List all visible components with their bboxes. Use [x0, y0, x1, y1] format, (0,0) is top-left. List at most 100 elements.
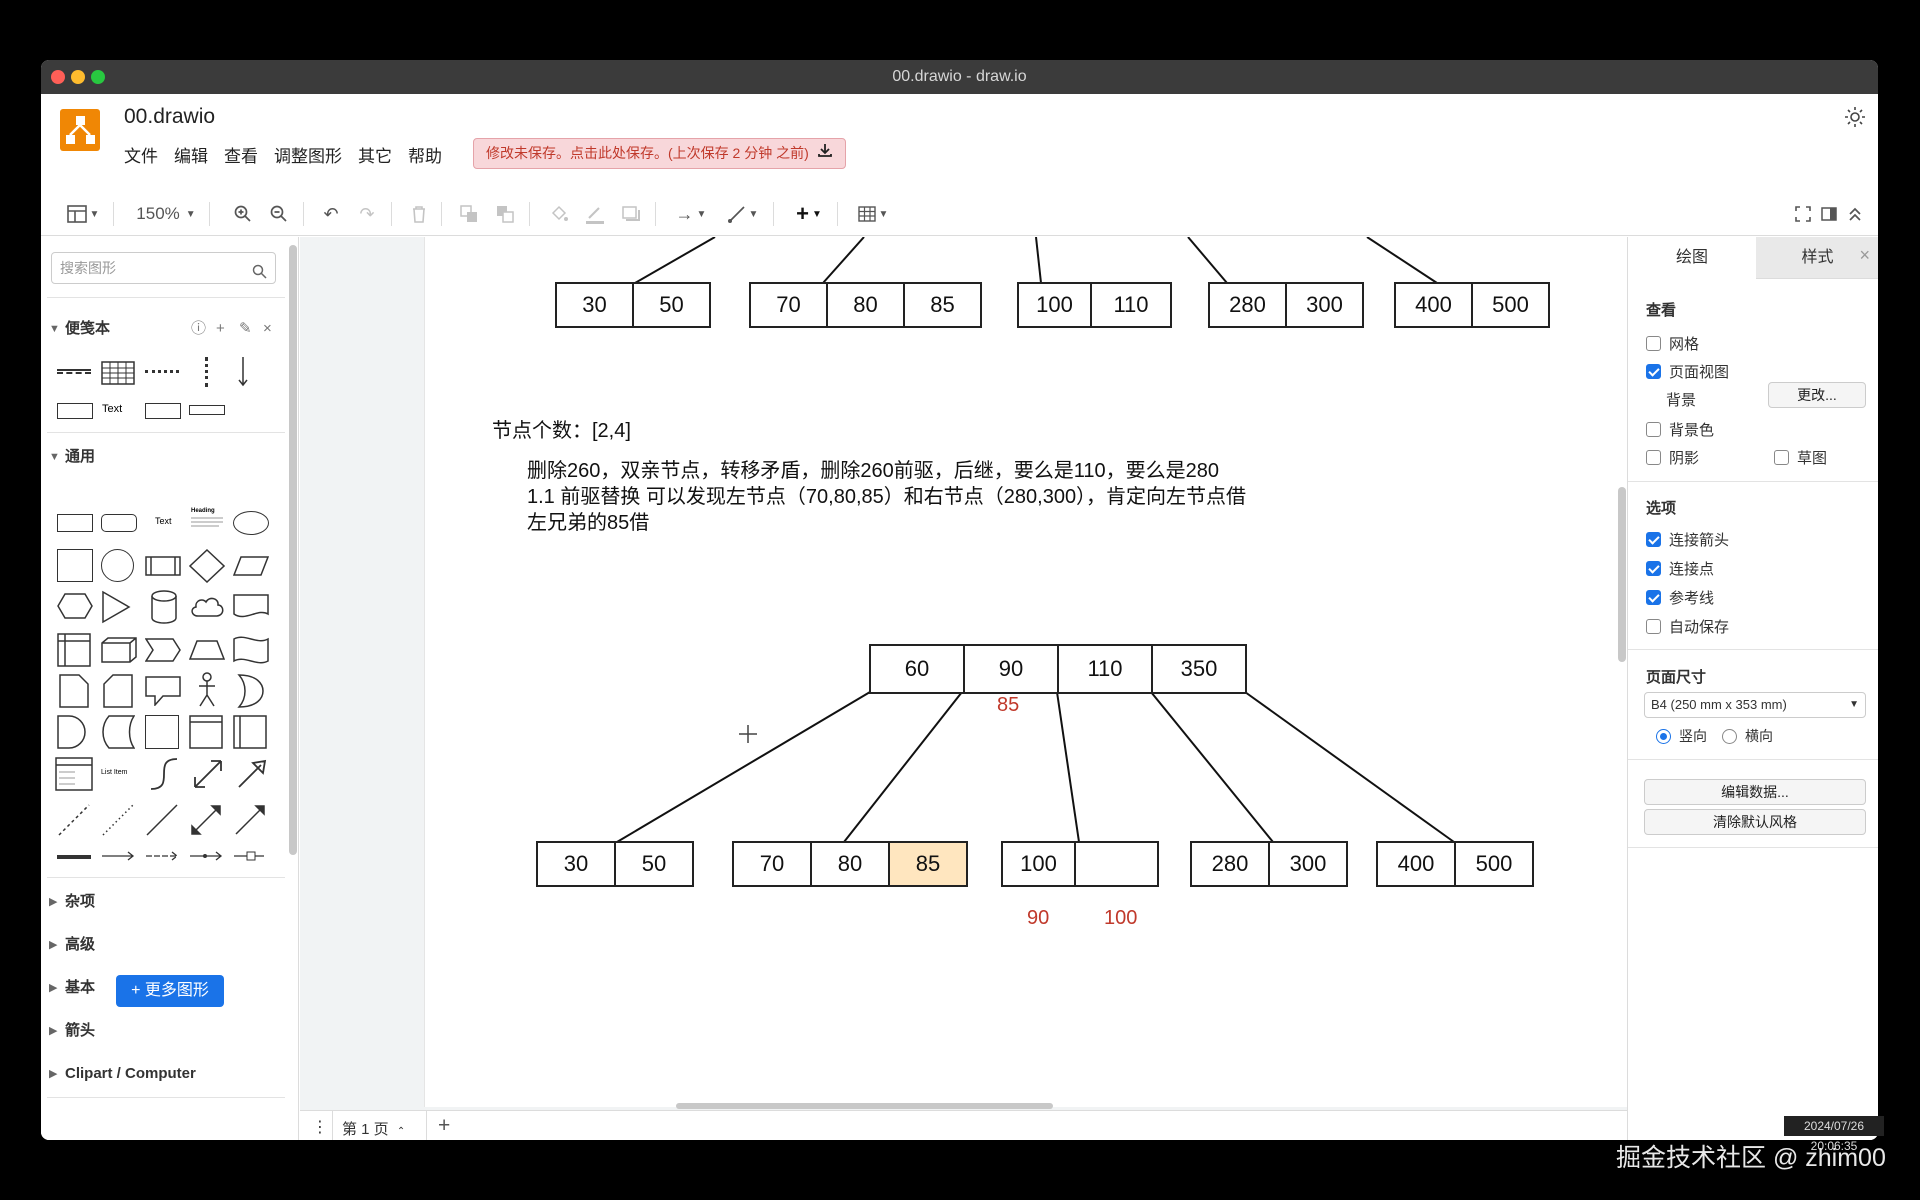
shape-arrow[interactable] [235, 757, 269, 791]
shape-curve[interactable] [147, 757, 181, 791]
top-node-cell[interactable]: 85 [903, 282, 982, 328]
guides-checkbox[interactable]: 参考线 [1646, 587, 1714, 608]
radio-circle[interactable] [1722, 728, 1737, 744]
scratch-text-shape[interactable]: Text [102, 403, 123, 415]
root-node-cell[interactable]: 350 [1151, 644, 1247, 694]
radio-circle[interactable] [1656, 728, 1671, 744]
bottom-node-cell[interactable]: 50 [614, 841, 694, 887]
top-node-cell[interactable]: 70 [749, 282, 828, 328]
shape-step[interactable] [144, 638, 181, 662]
top-node-cell[interactable]: 80 [826, 282, 905, 328]
add-page-icon[interactable]: + [438, 1114, 451, 1137]
shape-parallelogram[interactable] [232, 556, 270, 576]
sidebar-section-clipart[interactable]: ▶Clipart / Computer [49, 1065, 196, 1082]
top-node-cell[interactable]: 500 [1471, 282, 1550, 328]
bottom-node-cell[interactable]: 70 [732, 841, 812, 887]
scratch-shape-rect[interactable] [57, 403, 93, 419]
menu-help[interactable]: 帮助 [408, 147, 442, 166]
pages-menu-icon[interactable]: ⋮ [312, 1119, 328, 1136]
bottom-node-cell[interactable]: 300 [1268, 841, 1348, 887]
top-node-cell[interactable]: 100 [1017, 282, 1092, 328]
shape-hexagon[interactable] [57, 592, 93, 620]
shape-vertical-swimlane[interactable] [233, 715, 267, 749]
bottom-node-cell[interactable]: 500 [1454, 841, 1534, 887]
shape-rectangle[interactable] [57, 514, 93, 532]
shape-line[interactable] [145, 803, 179, 837]
shape-cloud[interactable] [189, 594, 225, 620]
shape-callout[interactable] [145, 676, 181, 707]
top-node-cell[interactable]: 50 [632, 282, 711, 328]
shape-link-arrow-2[interactable] [145, 849, 179, 861]
shape-tape[interactable] [233, 635, 269, 665]
format-panel-toggle-icon[interactable]: ▼ [63, 200, 103, 228]
scratch-shape-arrow-down-icon[interactable] [237, 357, 249, 387]
top-node-cell[interactable]: 110 [1090, 282, 1172, 328]
fill-color-icon[interactable] [547, 200, 571, 228]
menu-extras[interactable]: 其它 [358, 147, 392, 166]
note-line-2[interactable]: 1.1 前驱替换 可以发现左节点（70,80,85）和右节点（280,300），… [527, 486, 1247, 508]
shape-dashed-line[interactable] [57, 803, 91, 837]
zoom-in-icon[interactable] [231, 200, 255, 228]
shape-actor[interactable] [197, 672, 217, 708]
shape-circle[interactable] [101, 549, 134, 582]
bottom-node-cell[interactable]: 280 [1190, 841, 1270, 887]
top-node-cell[interactable]: 300 [1285, 282, 1364, 328]
shape-ellipse[interactable] [233, 511, 269, 535]
shape-link-arrow-3[interactable] [189, 849, 223, 861]
sidebar-section-arrows[interactable]: ▶箭头 [49, 1022, 96, 1039]
note-line-3[interactable]: 左兄弟的85借 [527, 512, 650, 534]
connection-points-checkbox[interactable]: 连接点 [1646, 558, 1714, 579]
root-node-cell[interactable]: 110 [1057, 644, 1153, 694]
bottom-node-cell[interactable]: 400 [1376, 841, 1456, 887]
page-tab[interactable]: 第 1 页 ⌃ [342, 1118, 405, 1139]
scratch-shape-table-icon[interactable] [101, 361, 135, 385]
shape-document[interactable] [233, 594, 269, 620]
canvas-vertical-scrollbar[interactable] [1618, 487, 1626, 662]
sidebar-section-misc[interactable]: ▶杂项 [49, 893, 96, 910]
shape-swimlane[interactable] [189, 715, 223, 749]
checkbox-box[interactable] [1774, 450, 1789, 465]
shape-rounded-rectangle[interactable] [101, 514, 137, 532]
delete-icon[interactable] [407, 200, 431, 228]
checkbox-box[interactable] [1646, 364, 1661, 379]
shape-triangle[interactable] [101, 590, 131, 624]
shape-dotted-line[interactable] [101, 803, 135, 837]
menu-view[interactable]: 查看 [224, 147, 258, 166]
shape-process[interactable] [145, 556, 181, 576]
shape-cylinder[interactable] [151, 590, 177, 624]
scratch-shape-vertical-line[interactable] [205, 357, 209, 387]
shape-cube[interactable] [101, 637, 137, 663]
sketch-checkbox[interactable]: 草图 [1774, 447, 1827, 468]
close-window-button[interactable] [51, 70, 65, 84]
top-node-cell[interactable]: 280 [1208, 282, 1287, 328]
root-node-cell[interactable]: 60 [869, 644, 965, 694]
zoom-out-icon[interactable] [267, 200, 291, 228]
sidebar-scrollbar[interactable] [289, 245, 297, 855]
shape-textbox[interactable]: Heading [189, 508, 225, 532]
grid-checkbox[interactable]: 网格 [1646, 333, 1699, 354]
checkbox-box[interactable] [1646, 422, 1661, 437]
scratch-shape-dashed-line[interactable] [57, 369, 91, 374]
theme-sun-icon[interactable] [1844, 106, 1866, 133]
redo-icon[interactable]: ↷ [359, 203, 375, 224]
canvas-horizontal-scrollbar[interactable] [676, 1103, 1053, 1109]
red-annotation-85[interactable]: 85 [997, 694, 1020, 716]
add-icon[interactable]: + [216, 320, 225, 337]
table-icon[interactable]: ▼ [853, 200, 893, 228]
scratch-shape-dotted-line[interactable] [145, 370, 179, 374]
shape-bidirectional-arrow[interactable] [191, 757, 225, 791]
close-panel-icon[interactable]: × [1859, 245, 1870, 265]
shape-list-item[interactable]: List Item [101, 769, 128, 776]
page-view-checkbox[interactable]: 页面视图 [1646, 361, 1729, 382]
zoom-window-button[interactable] [91, 70, 105, 84]
tab-diagram[interactable]: 绘图 [1628, 237, 1756, 279]
menu-arrange[interactable]: 调整图形 [274, 147, 342, 166]
minimize-window-button[interactable] [71, 70, 85, 84]
shape-or[interactable] [237, 674, 265, 708]
landscape-radio[interactable]: 横向 [1722, 726, 1773, 746]
checkbox-box[interactable] [1646, 450, 1661, 465]
bottom-node-cell[interactable]: 30 [536, 841, 616, 887]
menu-file[interactable]: 文件 [124, 147, 158, 166]
undo-icon[interactable]: ↶ [323, 203, 339, 224]
checkbox-box[interactable] [1646, 532, 1661, 547]
